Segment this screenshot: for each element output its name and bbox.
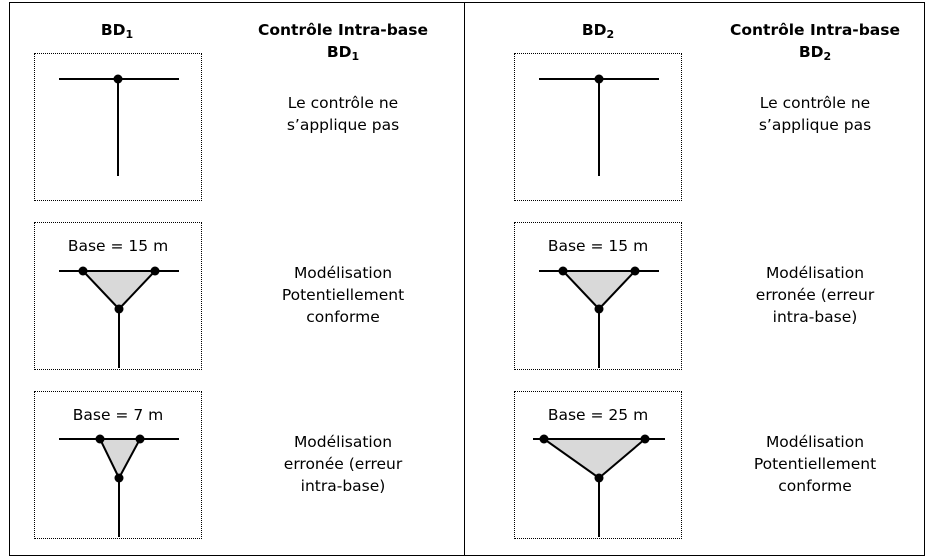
base-label: Base = 15 m [67,237,169,255]
bd1-t-junction-box [34,53,202,201]
table-frame [9,2,925,556]
bd2-result-2: Modélisation erronée (erreur intra-base) [755,264,875,326]
bd2-base15-box: Base = 15 m [514,222,682,370]
header-bd2: BD2 [581,21,615,41]
triangle-junction-diagram [59,434,179,537]
t-junction-diagram [59,74,179,176]
t-junction-diagram [539,74,659,176]
bd2-result-1: Le contrôle ne s’applique pas [758,94,872,134]
bd1-result-1: Le contrôle ne s’applique pas [286,94,400,134]
base-label: Base = 7 m [72,406,164,424]
bd1-base7-box: Base = 7 m [34,391,202,539]
header-control-bd1: Contrôle Intra-base BD1 [257,21,429,63]
bd2-result-3: Modélisation Potentiellement conforme [753,433,877,495]
base-label: Base = 15 m [547,237,649,255]
control-header-line1: Contrôle Intra-base [257,21,429,39]
base-label: Base = 25 m [547,406,649,424]
node [113,74,123,84]
triangle-junction-diagram [539,266,659,368]
header-control-bd2: Contrôle Intra-base BD2 [729,21,901,63]
triangle-junction-diagram [533,434,665,537]
column-divider [464,2,465,556]
bd1-result-3: Modélisation erronée (erreur intra-base) [283,433,403,495]
node [594,74,604,84]
header-bd1: BD1 [100,21,134,41]
triangle-junction-diagram [59,266,179,368]
bd2-t-junction-box [514,53,682,201]
bd1-result-2: Modélisation Potentiellement conforme [281,264,405,326]
bd1-base15-box: Base = 15 m [34,222,202,370]
control-header-line1: Contrôle Intra-base [729,21,901,39]
bd2-base25-box: Base = 25 m [514,391,682,539]
